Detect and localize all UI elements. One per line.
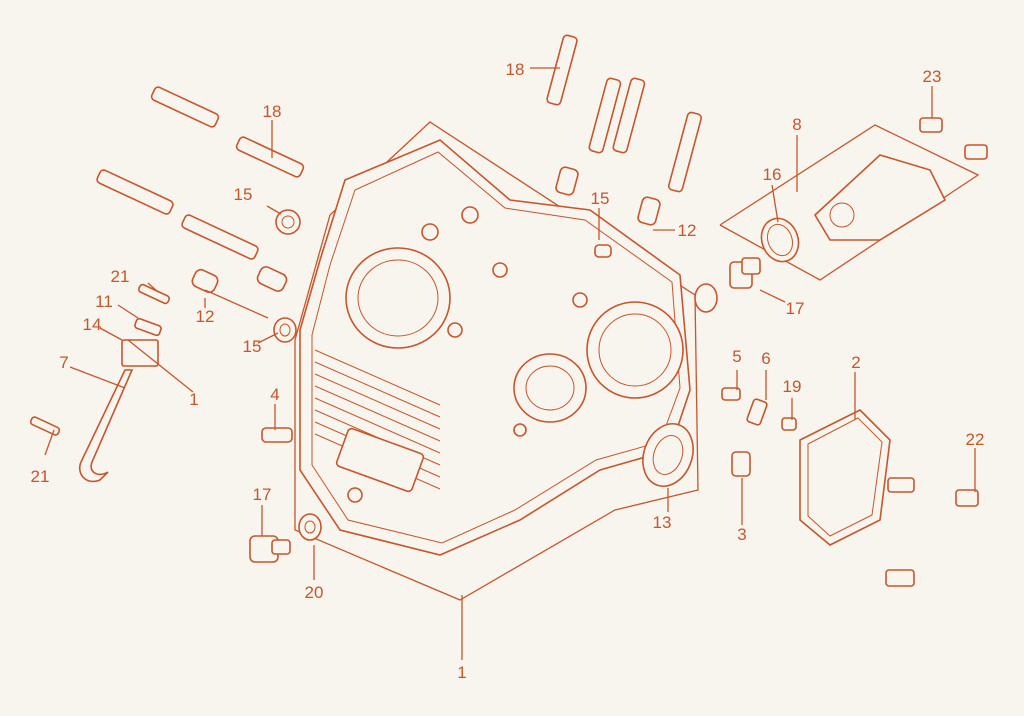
callout-20: 20: [305, 583, 324, 602]
callout-4: 4: [270, 385, 279, 404]
callout-18-left: 18: [263, 102, 282, 121]
callout-12-right: 12: [678, 221, 697, 240]
stud-bolts: [96, 34, 703, 260]
callout-3: 3: [737, 525, 746, 544]
callout-15-center: 15: [591, 189, 610, 208]
crankcase-body: [299, 139, 691, 556]
callout-11: 11: [95, 292, 113, 311]
callout-16: 16: [763, 165, 782, 184]
callout-17-left: 17: [253, 485, 272, 504]
leader-lines: [44, 67, 976, 660]
callout-1-left: 1: [189, 390, 198, 409]
callout-23: 23: [923, 67, 942, 86]
side-cover-assembly: [721, 387, 979, 587]
callout-7: 7: [59, 353, 68, 372]
crankcase-group-outline: [294, 121, 699, 601]
left-small-parts: [29, 283, 293, 483]
dowel-pins: [191, 166, 661, 294]
callout-2: 2: [851, 353, 860, 372]
callout-18-top: 18: [506, 60, 525, 79]
callout-17-right: 17: [786, 299, 805, 318]
callout-1-main: 1: [457, 663, 466, 682]
callout-12-left: 12: [196, 307, 215, 326]
callout-15-upper: 15: [234, 185, 253, 204]
seals-and-washers: [273, 209, 718, 541]
callout-19: 19: [783, 377, 802, 396]
callout-5: 5: [732, 347, 741, 366]
callout-21-upper: 21: [111, 267, 130, 286]
callout-14: 14: [83, 315, 102, 334]
callout-8: 8: [792, 115, 801, 134]
callout-labels: 1 1 2 3 4 5 6 7 8 11 12 12 13 14 15 15 1…: [31, 60, 985, 682]
callout-13: 13: [653, 513, 672, 532]
callout-22: 22: [966, 430, 985, 449]
drain-plugs: [249, 257, 761, 563]
callout-6: 6: [761, 349, 770, 368]
callout-21-lower: 21: [31, 467, 50, 486]
oil-pump-assembly: [760, 117, 988, 263]
callout-15-left: 15: [243, 337, 262, 356]
